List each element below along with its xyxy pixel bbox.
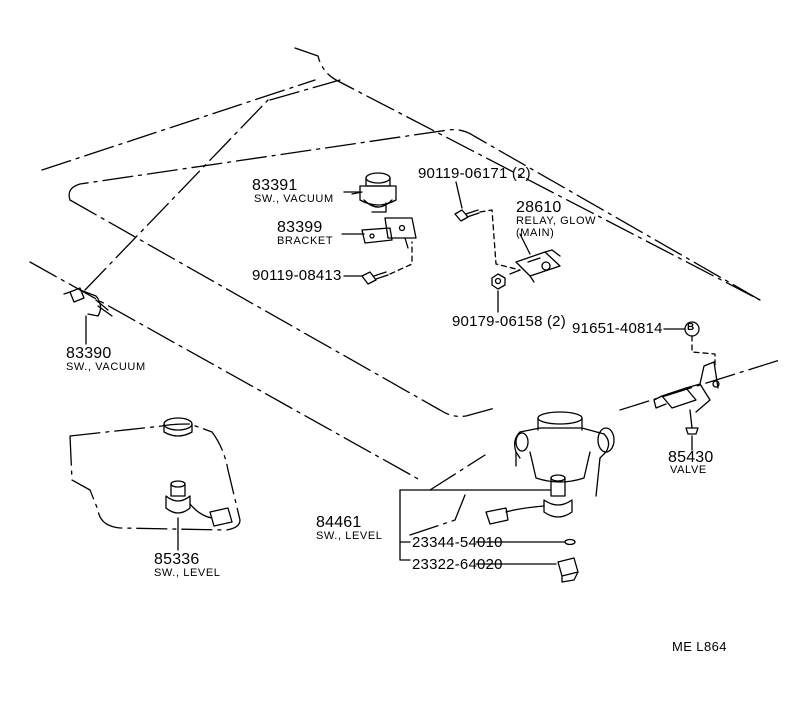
nut-90179-06158-drawing <box>491 273 506 290</box>
part-number-85430: 85430 <box>668 449 714 466</box>
tank-cap-drawing <box>163 417 193 437</box>
part-number-23322-64020: 23322-64020 <box>412 556 503 573</box>
valve-85430-drawing <box>653 361 720 435</box>
bracket-83399-drawing <box>361 217 417 249</box>
part-number-84461: 84461 <box>316 514 362 531</box>
part-name-28610-line2: (MAIN) <box>516 227 555 239</box>
part-name-84461: SW., LEVEL <box>316 530 383 542</box>
badge-b-label: B <box>687 322 695 333</box>
body-lower-outline <box>29 261 486 536</box>
part-number-90119-06171: 90119-06171 (2) <box>418 165 531 182</box>
drawing-reference: ME L864 <box>672 639 727 654</box>
bolt-90119-08413-drawing <box>361 271 389 285</box>
glow-relay-28610-drawing <box>509 249 561 283</box>
leader-lines <box>341 181 693 565</box>
washer-tank-drawing <box>69 423 241 531</box>
level-switch-84461-drawing <box>485 474 573 525</box>
part-name-83390: SW., VACUUM <box>66 361 146 373</box>
level-switch-85336-drawing <box>165 480 233 551</box>
part-name-28610-line1: RELAY, GLOW <box>516 215 597 227</box>
part-name-83391: SW., VACUUM <box>254 193 334 205</box>
part-number-83391: 83391 <box>252 177 298 194</box>
reservoir-assembly-drawing <box>514 411 615 497</box>
part-name-85336: SW., LEVEL <box>154 567 221 579</box>
bolt-06171-guide <box>479 209 521 271</box>
part-name-85430: VALVE <box>670 464 707 476</box>
bolt-90119-06171-drawing <box>454 209 480 222</box>
bolt-40814-guide <box>691 335 716 367</box>
part-number-83399: 83399 <box>277 219 323 236</box>
part-number-83390: 83390 <box>66 345 112 362</box>
part-number-85336: 85336 <box>154 551 200 568</box>
o-ring-23344-54010-drawing <box>564 538 576 546</box>
part-number-23344-54010: 23344-54010 <box>412 534 503 551</box>
part-number-28610: 28610 <box>516 199 562 216</box>
part-number-90179-06158: 90179-06158 (2) <box>452 313 566 330</box>
sensor-23322-64020-drawing <box>557 557 579 583</box>
part-number-90119-08413: 90119-08413 <box>252 267 342 284</box>
vacuum-switch-83391-drawing <box>351 172 397 213</box>
part-number-91651-40814: 91651-40814 <box>572 320 663 337</box>
hood-outline <box>41 47 761 301</box>
part-name-83399: BRACKET <box>277 235 334 247</box>
bolt-08413-guide <box>389 241 413 275</box>
vacuum-switch-83390-drawing <box>63 287 113 345</box>
